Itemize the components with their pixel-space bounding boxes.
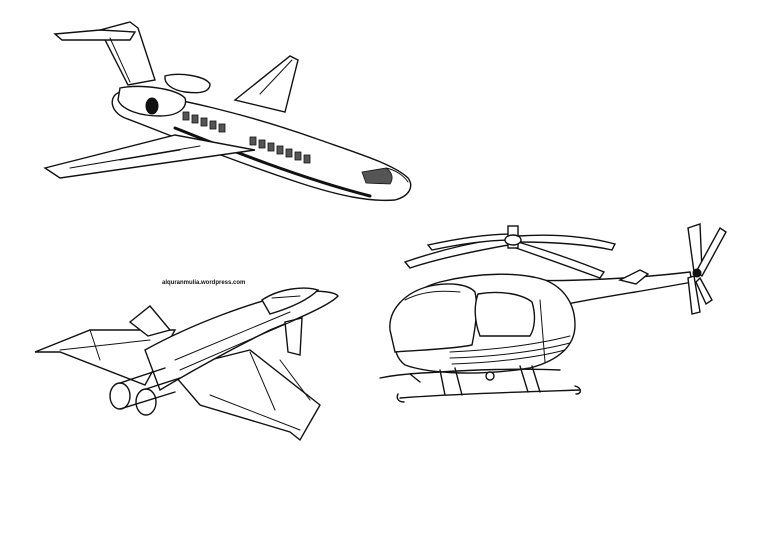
helicopter-drawing bbox=[379, 223, 727, 403]
airliner-windows-rear bbox=[249, 136, 311, 164]
airliner-windows-front bbox=[182, 111, 226, 133]
fighter-jet-drawing bbox=[34, 287, 339, 442]
watermark-text: alquranmulia.wordpress.com bbox=[162, 280, 246, 286]
airliner-drawing bbox=[43, 21, 412, 202]
